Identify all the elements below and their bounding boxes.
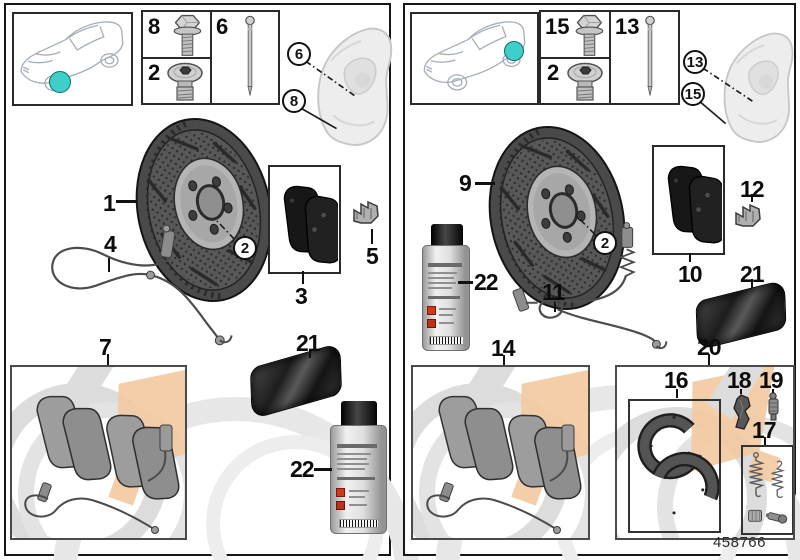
- rear-cleaner-spray-can: [422, 224, 472, 352]
- caliper-bolt-icon: [575, 14, 604, 57]
- rear-pad-kit-box: [411, 365, 590, 540]
- label-front-clip: 5: [366, 243, 379, 269]
- label-spring-kit: 17: [752, 417, 777, 443]
- rear-clip-drawing: [735, 204, 761, 227]
- spring-kit-box: [741, 445, 793, 535]
- car-location-inset: [12, 12, 133, 106]
- label-rear-pads: 10: [678, 261, 703, 287]
- rear-pads-drawing: [656, 153, 722, 249]
- leader-line: [751, 279, 753, 288]
- label-front-disc: 1: [103, 190, 116, 216]
- leader-line: [689, 253, 691, 262]
- label-rear-clip: 12: [740, 176, 765, 202]
- leader-line: [458, 281, 473, 284]
- label-front-pads: 3: [295, 283, 308, 309]
- label-rear-cleaner: 22: [474, 269, 499, 295]
- rear-caliper-drawing: [723, 32, 794, 143]
- leader-line: [740, 389, 742, 394]
- label-front-pad-kit: 7: [99, 334, 112, 360]
- leader-line: [302, 271, 304, 284]
- leader-line: [772, 389, 774, 393]
- guide-pin-icon: [645, 15, 655, 97]
- label-rear-pad-kit: 14: [491, 335, 516, 361]
- rear-brake-panel: 15 2 13 13 15 9 2 10 12 21 22: [403, 3, 800, 560]
- diagram-part-number: 458766: [712, 534, 766, 551]
- grid-divider: [143, 57, 210, 59]
- front-brake-disc-drawing: [124, 105, 284, 315]
- label-rear-wear-sensor: 11: [542, 279, 565, 305]
- label-rear-disc: 9: [459, 170, 472, 196]
- expander-drawing: [733, 394, 751, 430]
- leader-line: [751, 194, 753, 202]
- leader-line: [503, 355, 505, 365]
- label-front-wear-sensor: 4: [104, 231, 117, 257]
- label-adjuster: 19: [759, 367, 784, 393]
- pad-kit-contents-drawing: [415, 375, 587, 535]
- guide-pin-icon: [245, 15, 255, 97]
- label-front-cleaner: 22: [290, 456, 315, 482]
- pad-kit-contents-drawing: [14, 375, 184, 535]
- hw-label-guide-pin: 6: [216, 14, 229, 39]
- brake-shoes-drawing: [630, 401, 719, 531]
- callout-caliper-bolt: 15: [681, 82, 705, 106]
- label-rear-grease-pouch: 21: [740, 261, 765, 287]
- hw-label-plug: 2: [547, 60, 560, 85]
- hw-label-caliper-bolt: 8: [148, 14, 161, 39]
- grid-divider: [210, 12, 212, 103]
- hw-label-caliper-bolt: 15: [545, 14, 570, 39]
- car-outline-drawing: [20, 21, 124, 92]
- label-brake-shoes: 16: [664, 367, 689, 393]
- grid-divider: [609, 12, 611, 103]
- rear-pads-box: [652, 145, 725, 255]
- leader-line: [676, 389, 678, 398]
- hw-label-plug: 2: [148, 60, 161, 85]
- hardware-grid: 8 2 6: [141, 10, 280, 105]
- front-cleaner-spray-can: [330, 401, 388, 535]
- leader-line: [371, 229, 373, 244]
- front-pads-box: [268, 165, 341, 274]
- leader-line: [107, 354, 109, 365]
- callout-hub-plug: 2: [233, 236, 257, 260]
- screw-plug-icon: [567, 62, 603, 101]
- leader-line: [108, 256, 110, 272]
- front-pads-drawing: [272, 173, 338, 269]
- hw-label-guide-pin: 13: [615, 14, 640, 39]
- leader-line: [708, 354, 710, 365]
- label-front-grease-pouch: 21: [296, 330, 321, 356]
- callout-caliper-bolt: 8: [282, 89, 306, 113]
- label-service-kit: 20: [697, 334, 722, 360]
- brake-shoes-box: [628, 399, 721, 533]
- leader-line: [764, 437, 766, 445]
- leader-line: [314, 468, 332, 471]
- grid-divider: [541, 57, 609, 59]
- spring-kit-drawing: [747, 451, 789, 525]
- leader-line: [309, 349, 311, 358]
- callout-guide-pin: 6: [287, 42, 311, 66]
- rear-axle-highlight-dot: [504, 41, 524, 61]
- callout-hub-plug: 2: [593, 231, 617, 255]
- label-expander: 18: [727, 367, 752, 393]
- front-axle-highlight-dot: [49, 71, 71, 93]
- front-clip-drawing: [353, 201, 379, 224]
- front-pad-kit-box: [10, 365, 187, 540]
- leader-line: [116, 200, 136, 203]
- hardware-grid: 15 2 13: [539, 10, 680, 105]
- front-brake-panel: 8 2 6 6 8 1 2 4 3 5 7: [4, 3, 420, 560]
- service-kit-box: 16 18 19 17: [615, 365, 795, 540]
- caliper-bolt-icon: [173, 14, 202, 57]
- leader-line: [475, 182, 495, 185]
- screw-plug-icon: [167, 62, 203, 101]
- front-caliper-drawing: [317, 27, 393, 146]
- callout-guide-pin: 13: [683, 50, 707, 74]
